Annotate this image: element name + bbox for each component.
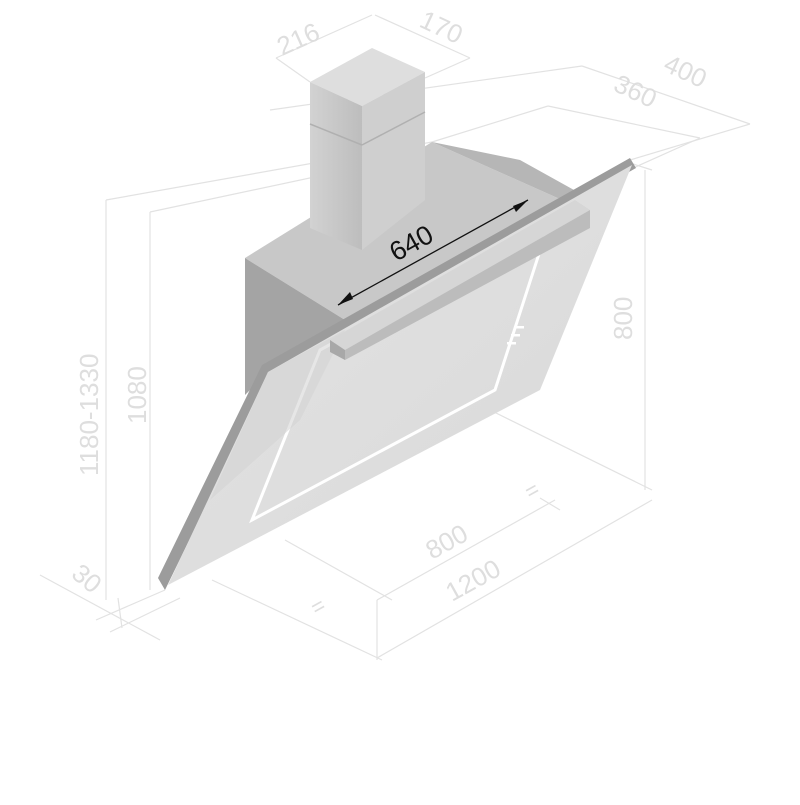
width-outer-label: 1200 xyxy=(440,553,505,607)
height-range-label: 1180-1330 xyxy=(74,354,104,476)
glass-height-label: 800 xyxy=(608,297,638,340)
height-fixed-label: 1080 xyxy=(122,366,152,424)
glass-lower-tint xyxy=(210,330,345,500)
handle-top xyxy=(330,200,590,350)
width-640-arrow xyxy=(337,199,529,306)
arrow-head-right xyxy=(513,200,528,212)
handle-bar xyxy=(330,200,590,360)
hood-body-top xyxy=(245,142,580,320)
chimney-duct xyxy=(309,48,426,250)
handle-front xyxy=(345,210,590,360)
equal-right-label: = xyxy=(520,476,543,504)
control-buttons xyxy=(507,326,524,345)
duct-width-label: 216 xyxy=(272,16,324,61)
hood-body-shade xyxy=(432,142,610,210)
glass-front xyxy=(168,165,632,585)
equal-left-label: = xyxy=(306,592,329,620)
duct-seam-left xyxy=(309,123,363,146)
control-button xyxy=(515,326,524,329)
dimension-lines xyxy=(39,14,751,661)
control-button xyxy=(511,334,520,337)
width-inner-label: 800 xyxy=(420,518,472,565)
duct-left-face xyxy=(310,82,362,250)
arrow-head-left xyxy=(338,292,353,305)
duct-seam-right xyxy=(361,111,426,146)
control-button xyxy=(507,342,516,345)
depth-outer-label: 400 xyxy=(659,48,711,94)
duct-depth-label: 170 xyxy=(415,4,467,50)
depth-inner-label: 360 xyxy=(609,68,661,114)
duct-top xyxy=(310,48,425,106)
duct-right-face xyxy=(362,72,425,250)
handle-end-cap xyxy=(330,340,345,360)
